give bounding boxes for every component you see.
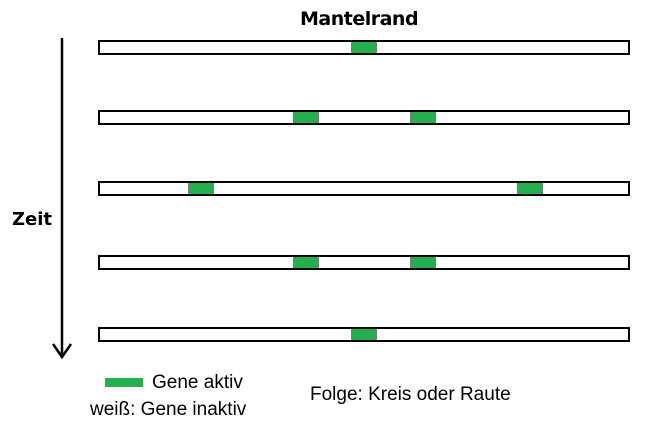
active-gene xyxy=(188,183,214,194)
active-gene xyxy=(351,329,377,340)
time-arrow-icon xyxy=(51,38,73,360)
active-gene xyxy=(293,112,319,123)
diagram-title: Mantelrand xyxy=(300,8,419,30)
legend-active-swatch xyxy=(105,378,143,387)
gene-strip-2 xyxy=(98,110,630,125)
active-gene xyxy=(293,257,319,268)
active-gene xyxy=(410,257,436,268)
gene-strip-4 xyxy=(98,255,630,270)
active-gene xyxy=(410,112,436,123)
gene-strip-5 xyxy=(98,327,630,342)
legend-active-label: Gene aktiv xyxy=(152,372,243,393)
gene-strip-1 xyxy=(98,40,630,55)
sequence-note: Folge: Kreis oder Raute xyxy=(310,384,511,405)
active-gene xyxy=(517,183,543,194)
legend-inactive-label: weiß: Gene inaktiv xyxy=(90,399,247,420)
time-axis-label: Zeit xyxy=(12,209,53,230)
active-gene xyxy=(351,42,377,53)
gene-strip-3 xyxy=(98,181,630,196)
